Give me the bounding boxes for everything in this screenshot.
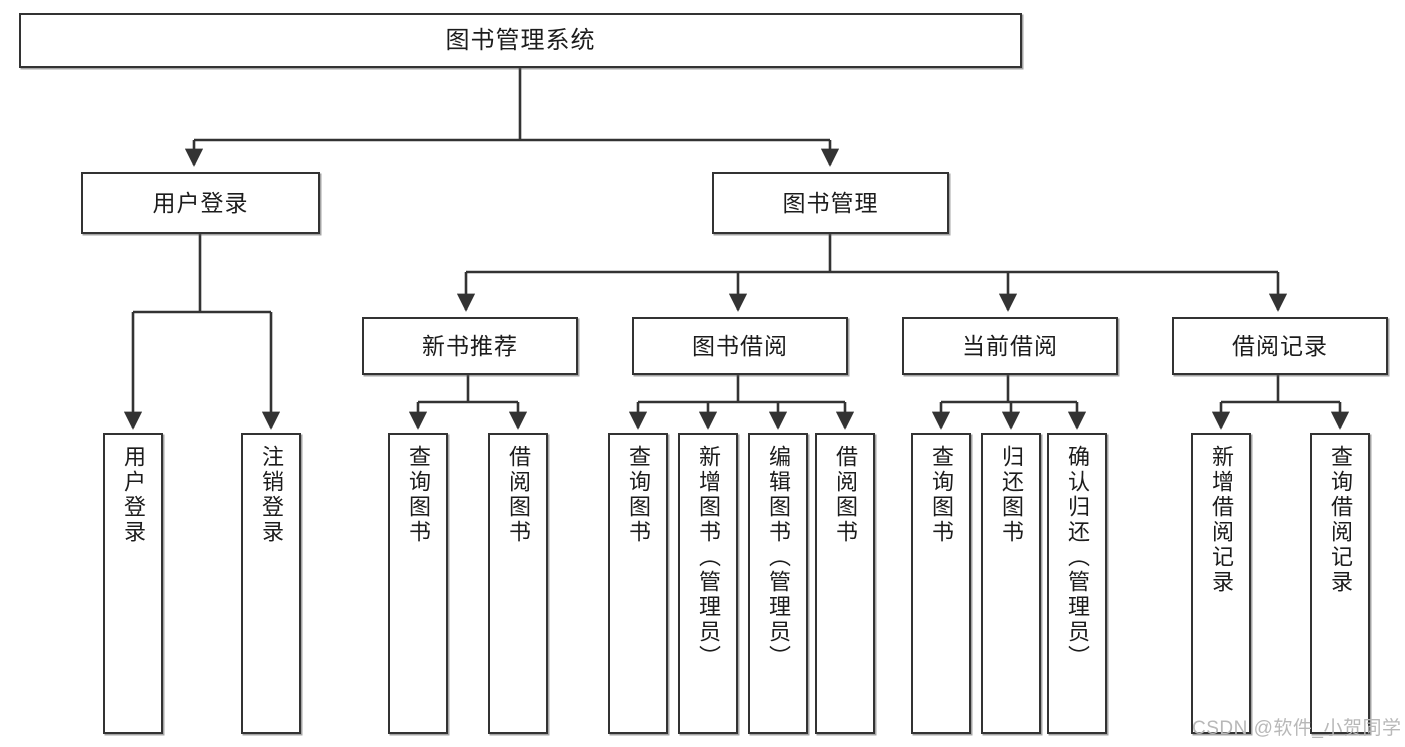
leaf-current-confirm-return-label: 确认归还（管理员）	[1065, 445, 1090, 670]
node-book-borrow[interactable]: 图书借阅	[632, 317, 848, 375]
leaf-borrow-edit-book-label: 编辑图书（管理员）	[766, 445, 791, 670]
leaf-records-query-record-label: 查询借阅记录	[1328, 445, 1353, 595]
node-current-borrow-label: 当前借阅	[962, 332, 1058, 359]
leaf-user-login-signin-label: 用户登录	[121, 445, 146, 545]
leaf-current-confirm-return[interactable]: 确认归还（管理员）	[1047, 433, 1107, 734]
node-current-borrow[interactable]: 当前借阅	[902, 317, 1118, 375]
node-user-login-label: 用户登录	[152, 189, 249, 216]
node-borrow-records-label: 借阅记录	[1232, 332, 1328, 359]
leaf-borrow-borrow-book[interactable]: 借阅图书	[815, 433, 875, 734]
leaf-new-book-query[interactable]: 查询图书	[388, 433, 448, 734]
leaf-records-add-record-label: 新增借阅记录	[1209, 445, 1234, 595]
leaf-user-login-signout[interactable]: 注销登录	[241, 433, 301, 734]
node-book-management[interactable]: 图书管理	[712, 172, 949, 234]
leaf-current-query-book-label: 查询图书	[929, 445, 954, 545]
leaf-borrow-edit-book[interactable]: 编辑图书（管理员）	[748, 433, 808, 734]
node-new-book-recommend[interactable]: 新书推荐	[362, 317, 578, 375]
csdn-watermark: CSDN @软件_小贺同学	[1192, 718, 1402, 739]
node-user-login[interactable]: 用户登录	[81, 172, 320, 234]
leaf-records-query-record[interactable]: 查询借阅记录	[1310, 433, 1370, 734]
leaf-current-return-book-label: 归还图书	[999, 445, 1024, 545]
leaf-borrow-query-book[interactable]: 查询图书	[608, 433, 668, 734]
node-borrow-records[interactable]: 借阅记录	[1172, 317, 1388, 375]
leaf-user-login-signout-label: 注销登录	[259, 445, 284, 545]
node-book-management-label: 图书管理	[782, 189, 879, 216]
leaf-borrow-add-book-label: 新增图书（管理员）	[696, 445, 721, 670]
leaf-borrow-query-book-label: 查询图书	[626, 445, 651, 545]
node-book-borrow-label: 图书借阅	[692, 332, 788, 359]
leaf-current-query-book[interactable]: 查询图书	[911, 433, 971, 734]
leaf-borrow-borrow-book-label: 借阅图书	[833, 445, 858, 545]
leaf-new-book-query-label: 查询图书	[406, 445, 431, 545]
leaf-new-book-borrow[interactable]: 借阅图书	[488, 433, 548, 734]
leaf-current-return-book[interactable]: 归还图书	[981, 433, 1041, 734]
node-root[interactable]: 图书管理系统	[19, 13, 1022, 68]
leaf-records-add-record[interactable]: 新增借阅记录	[1191, 433, 1251, 734]
node-root-label: 图书管理系统	[445, 26, 596, 54]
node-new-book-recommend-label: 新书推荐	[422, 332, 518, 359]
leaf-borrow-add-book[interactable]: 新增图书（管理员）	[678, 433, 738, 734]
leaf-new-book-borrow-label: 借阅图书	[506, 445, 531, 545]
leaf-user-login-signin[interactable]: 用户登录	[103, 433, 163, 734]
